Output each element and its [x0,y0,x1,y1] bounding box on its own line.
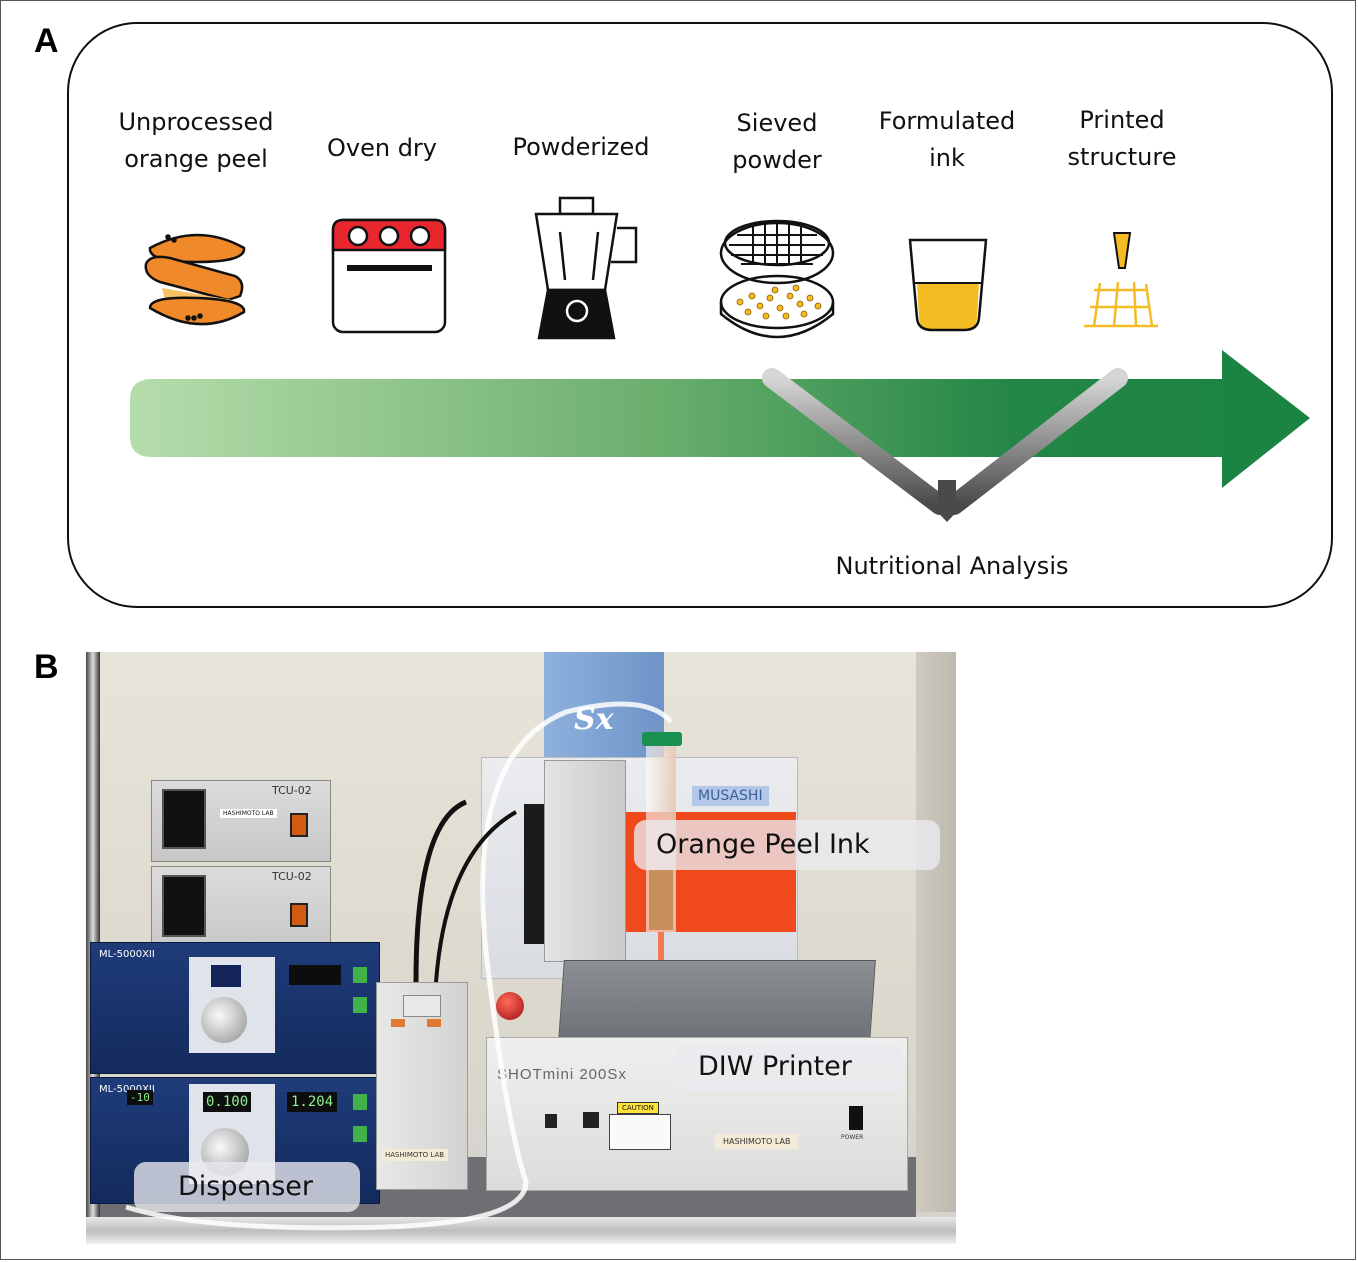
temp-controller-top: TCU-02 HASHIMOTO LAB [151,780,331,862]
printed-grid-icon [1084,232,1158,328]
printer-setup-photo: TCU-02 HASHIMOTO LAB TCU-02 ML-5000XII M… [86,652,956,1244]
oven-icon [331,218,447,334]
temp-display [162,875,206,937]
dispenser-callout: Dispenser [134,1162,360,1212]
power-label: POWER [841,1134,864,1141]
panel-b-label: B [34,648,59,686]
nozzle [658,932,664,972]
temp-controller-bottom: TCU-02 [151,866,331,952]
controller-button [427,1019,441,1027]
mode-button [353,1126,367,1142]
ml-bottom-model: ML-5000XII [99,1084,155,1095]
controller-switch [403,995,441,1017]
controller-box: HASHIMOTO LAB [376,982,468,1190]
power-switch [290,813,308,837]
temp-display [162,789,206,849]
powder-particles [736,284,822,320]
orange-peel-ink-callout: Orange Peel Ink [634,820,940,870]
cabinet-wall-right [916,652,956,1212]
diw-printer-callout: DIW Printer [676,1042,902,1092]
analysis-branch-arrows [762,364,1128,522]
air-tube [125,701,673,1231]
musashi-logo: MUSASHI [692,786,769,806]
vacuum-display: -10 [127,1090,153,1105]
blender-icon [534,196,638,340]
syringe-cap [642,732,682,746]
serial-port [583,1112,599,1128]
dispense-time-display [289,965,341,985]
step-label-printed: Printed structure [1067,106,1177,171]
dispense-head-mount [544,760,626,962]
panel-a-label: A [34,22,59,60]
panel-a-graphics [130,196,1310,522]
panel-a-box [67,22,1333,608]
black-rail [524,804,544,944]
lab-tag: HASHIMOTO LAB [381,1149,449,1161]
printer-brand: SHOTmini 200Sx [497,1066,627,1083]
shot-button [353,1094,367,1110]
power-switch [849,1106,863,1130]
process-arrow [130,350,1310,488]
pressure-knob [201,997,247,1043]
caution-label: CAUTION [617,1102,659,1114]
lab-tag-printer: HASHIMOTO LAB [715,1134,799,1149]
lab-tag: HASHIMOTO LAB [220,809,277,818]
arrow-down-icon [929,503,965,522]
orange-peel-icon [144,233,246,326]
sieve-icon [719,219,835,339]
air-press-panel [189,957,275,1053]
step-label-powderized: Powderized [512,133,650,161]
nutritional-analysis-label: Nutritional Analysis [835,552,1069,580]
caution-sticker [609,1114,671,1150]
step-label-unprocessed: Unprocessed orange peel [118,108,274,173]
step-label-oven-dry: Oven dry [326,134,438,162]
usb-port [545,1114,557,1128]
power-switch [290,903,308,927]
dispenser-unit-top: ML-5000XII [90,942,380,1074]
controller-button [391,1019,405,1027]
step-label-formulated: Formulated ink [878,107,1016,172]
dispense-time-display: 1.204 [287,1092,338,1112]
mode-button [353,997,367,1013]
cabinet-frame-bottom [86,1217,956,1244]
beaker-icon [908,238,988,332]
tcu-bottom-model: TCU-02 [272,870,312,883]
orange-peel-ink-fill [649,870,673,930]
emergency-stop-button [496,992,524,1020]
tcu-top-model: TCU-02 [272,784,312,797]
air-press-display: 0.100 [203,1092,252,1112]
shot-button [353,967,367,983]
ml-top-model: ML-5000XII [99,949,155,960]
step-label-sieved: Sieved powder [732,109,822,174]
air-press-display [211,965,241,987]
